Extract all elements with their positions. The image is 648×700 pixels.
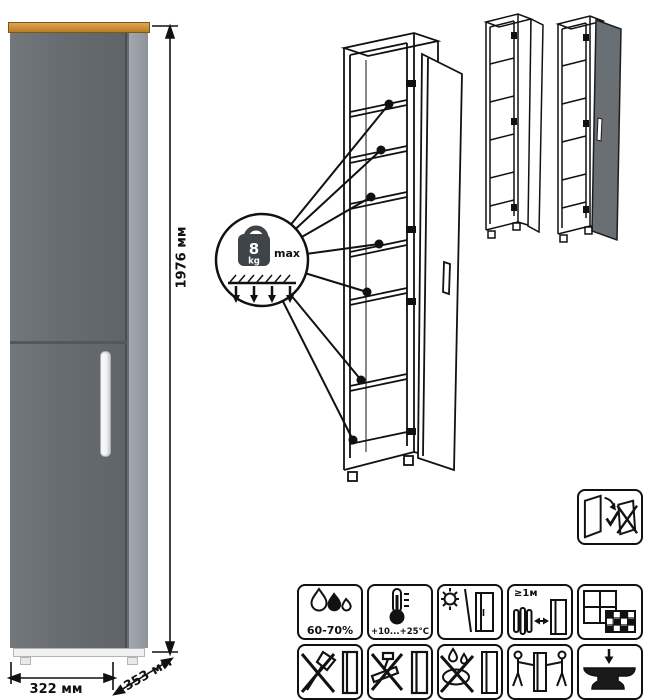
crossed-axe-icon xyxy=(300,650,359,695)
window-grid-icon xyxy=(583,590,636,633)
sun-shade-icon xyxy=(441,588,494,633)
no-sharp-tools-pictogram xyxy=(297,644,363,700)
load-value: 8 xyxy=(249,240,259,258)
cabinet-body xyxy=(10,33,148,648)
load-unit: kg xyxy=(248,257,260,267)
crossed-trowel-icon xyxy=(370,650,429,695)
door-adjustment-pictogram xyxy=(577,489,643,545)
crossed-water-icon xyxy=(439,647,498,694)
no-abrasive-pictogram xyxy=(367,644,433,700)
dimension-arrows xyxy=(6,23,178,696)
water-drops-icon xyxy=(310,587,352,612)
two-person-carry-pictogram xyxy=(507,644,573,700)
shelf-load-limit-badge: 8 kg max xyxy=(214,212,310,308)
cabinet-side-panel xyxy=(129,33,148,648)
cabinet-foot xyxy=(127,657,138,665)
cabinet-foot xyxy=(20,657,31,665)
temperature-pictogram: +10...+25°C xyxy=(367,584,433,640)
cabinet-variant-door-diagram xyxy=(555,15,622,243)
thermometer-icon xyxy=(389,588,409,625)
cabinet-plinth xyxy=(13,648,145,657)
min-distance-label: ≥1м xyxy=(514,588,538,599)
cabinet-door-seam xyxy=(10,341,127,344)
height-dimension-label: 1976 мм xyxy=(174,226,190,289)
no-wet-cleaning-pictogram xyxy=(437,644,503,700)
cabinet-door xyxy=(10,33,127,648)
shelf-load-arrows-icon xyxy=(228,274,296,303)
cabinet-wood-top-trim xyxy=(8,22,150,33)
heat-distance-pictogram: ≥1м xyxy=(507,584,573,640)
cabinet-handle xyxy=(100,351,111,457)
sunlight-pictogram xyxy=(437,584,503,640)
load-max-label: max xyxy=(274,247,300,260)
wall-window-pictogram xyxy=(577,584,643,640)
two-person-carry-icon xyxy=(512,650,567,692)
anvil-icon xyxy=(583,649,636,690)
radiator-distance-icon xyxy=(513,599,567,635)
humidity-range-label: 60-70% xyxy=(306,624,354,637)
width-dimension-label: 322 мм xyxy=(29,682,83,697)
cabinet-front-view xyxy=(0,0,190,700)
cabinet-variant-open-diagram xyxy=(483,13,544,239)
weight-icon xyxy=(238,234,270,266)
temperature-range-label: +10...+25°C xyxy=(370,626,430,637)
door-check-icon xyxy=(583,494,639,539)
humidity-pictogram: 60-70% xyxy=(297,584,363,640)
no-heavy-load-pictogram xyxy=(577,644,643,700)
